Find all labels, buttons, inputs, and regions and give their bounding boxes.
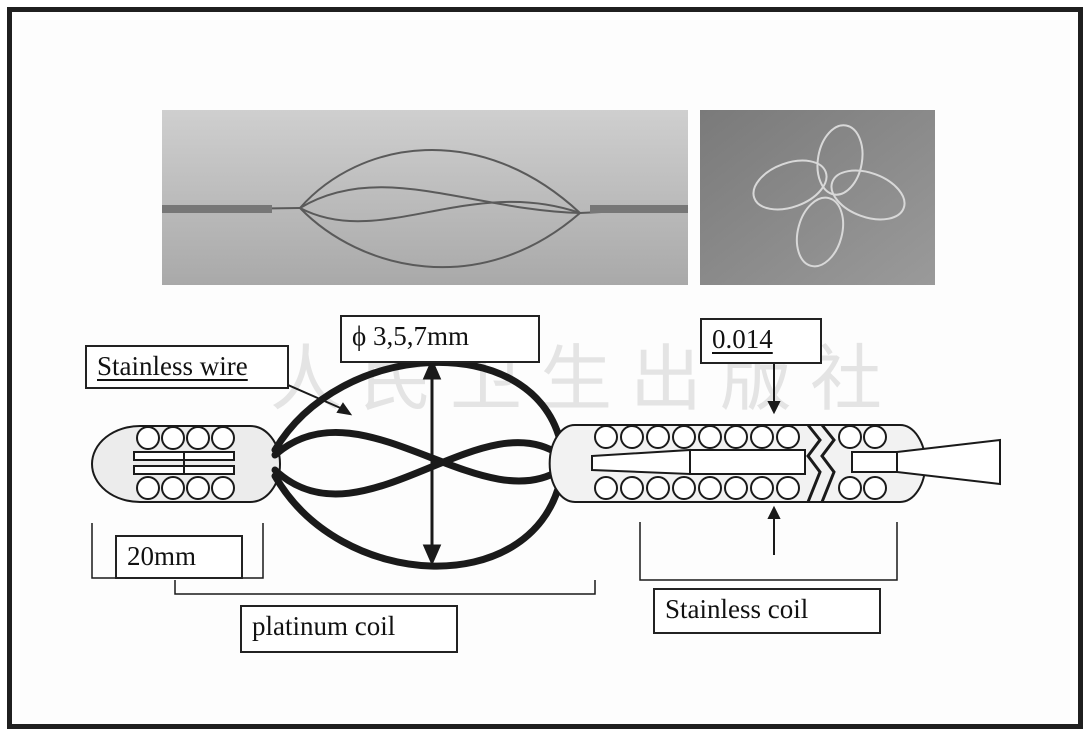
length-label: 20mm bbox=[115, 535, 243, 579]
diameter-arrow bbox=[422, 358, 442, 566]
coil-ball bbox=[838, 476, 862, 500]
coil-ball bbox=[776, 425, 800, 449]
left-coil-cap bbox=[91, 425, 281, 503]
gauge-arrows bbox=[767, 355, 781, 555]
coil-ball bbox=[724, 476, 748, 500]
coil-ball bbox=[211, 426, 235, 450]
coil-ball bbox=[672, 476, 696, 500]
coil-ball bbox=[620, 425, 644, 449]
diameter-label: ϕ 3,5,7mm bbox=[340, 315, 540, 363]
stainless-coil-label: Stainless coil bbox=[653, 588, 881, 634]
platinum-coil-label: platinum coil bbox=[240, 605, 458, 653]
coil-ball bbox=[594, 425, 618, 449]
coil-ball bbox=[594, 476, 618, 500]
coil-ball bbox=[750, 476, 774, 500]
wire-gauge-label: 0.014 bbox=[700, 318, 822, 364]
photo-basket-end-view bbox=[700, 110, 935, 285]
coil-ball bbox=[724, 425, 748, 449]
coil-ball bbox=[863, 425, 887, 449]
coil-ball bbox=[161, 426, 185, 450]
coil-ball bbox=[646, 425, 670, 449]
coil-ball bbox=[672, 425, 696, 449]
coil-ball bbox=[646, 476, 670, 500]
coil-ball bbox=[161, 476, 185, 500]
coil-ball bbox=[211, 476, 235, 500]
coil-ball bbox=[863, 476, 887, 500]
coil-ball bbox=[186, 426, 210, 450]
photo-basket-side-view bbox=[161, 110, 689, 285]
coil-ball bbox=[186, 476, 210, 500]
coil-ball bbox=[750, 425, 774, 449]
stainless-wire-label: Stainless wire bbox=[85, 345, 289, 389]
coil-ball bbox=[136, 476, 160, 500]
basket-wires bbox=[271, 358, 564, 570]
coil-ball bbox=[776, 476, 800, 500]
coil-ball bbox=[620, 476, 644, 500]
coil-ball bbox=[698, 425, 722, 449]
coil-ball bbox=[838, 425, 862, 449]
right-coil-body bbox=[548, 424, 1001, 503]
coil-ball bbox=[698, 476, 722, 500]
coil-ball bbox=[136, 426, 160, 450]
